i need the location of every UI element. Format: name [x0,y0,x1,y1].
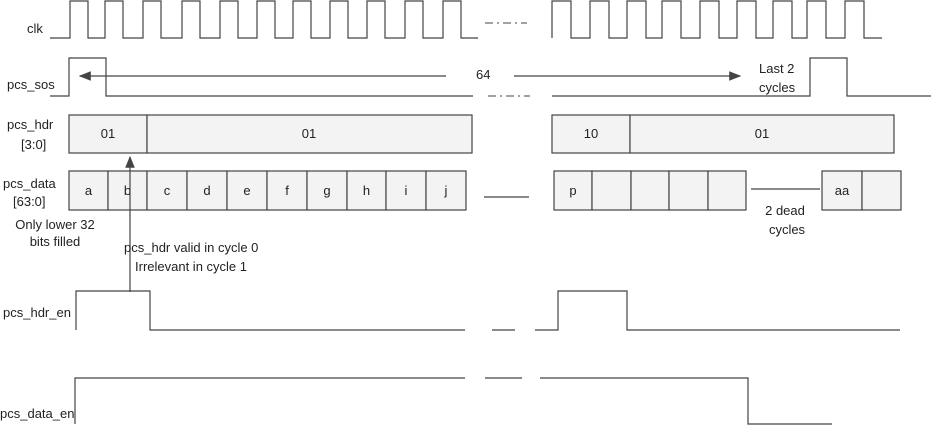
pcs-data-cell [630,170,670,211]
last-cycles-label-2: cycles [759,80,796,95]
pcs-hdr-en-label: pcs_hdr_en [3,305,71,320]
pcs-hdr-cell [629,114,895,154]
pcs-data-cell [861,170,902,211]
lower-bits-label: Only lower 32 [15,217,94,232]
pcs-data-value: aa [835,183,850,198]
dead-cycles-label-2: cycles [769,222,806,237]
pcs-data-value: j [444,183,448,198]
pcs-hdr-cell [68,114,148,154]
pcs-data-label: pcs_data [3,176,57,191]
pcs-data-value: a [85,183,93,198]
pcs-data-value: p [569,183,576,198]
pcs-data-value: d [203,183,210,198]
hdr-valid-label: pcs_hdr valid in cycle 0 [124,240,258,255]
pcs-data-cell [425,170,467,211]
pcs-hdr-range-label: [3:0] [21,137,46,152]
pcs-data-value: i [405,183,408,198]
pcs-data-cell [385,170,427,211]
clk-waveform-segment [50,0,478,39]
pcs-hdr-en-waveform-left [75,290,465,331]
pcs-hdr-label: pcs_hdr [7,117,54,132]
pcs-data-en-label: pcs_data_en [0,406,74,421]
pcs-data-cell [346,170,387,211]
pcs-data-value: f [285,183,289,198]
pcs-data-cell [186,170,228,211]
count-label: 64 [476,67,490,82]
pcs-data-cell [68,170,109,211]
pcs-data-cell [821,170,863,211]
pcs-data-cell [668,170,709,211]
pcs-hdr-value: 10 [584,126,598,141]
pcs-hdr-value: 01 [302,126,316,141]
pcs-hdr-value: 01 [101,126,115,141]
dead-cycles-label: 2 dead [765,203,805,218]
pcs-data-en-waveform-left [74,377,465,424]
pcs-data-value: e [243,183,250,198]
pcs-data-value: b [124,183,131,198]
pcs-data-range-label: [63:0] [13,194,46,209]
clk-waveform [50,0,882,39]
pcs-sos-waveform-right [552,57,931,97]
pcs-data-cell [591,170,632,211]
pcs-hdr-cell [146,114,473,154]
pcs-hdr-value: 01 [755,126,769,141]
pcs-data-value: h [363,183,370,198]
pcs-hdr-cell [551,114,631,154]
pcs-data-cell [707,170,747,211]
pcs-data-value: c [164,183,171,198]
hdr-valid-label-2: Irrelevant in cycle 1 [135,259,247,274]
clk-label: clk [27,21,43,36]
pcs-sos-label: pcs_sos [7,77,55,92]
clk-waveform-segment [551,0,882,39]
pcs-data-value: g [323,183,330,198]
lower-bits-label-2: bits filled [30,234,81,249]
last-cycles-label: Last 2 [759,61,794,76]
pcs-data-bus: a b c d e f g h i j p aa [68,170,902,211]
pcs-hdr-en-waveform-right [535,290,900,331]
pcs-sos-waveform-left [50,57,473,97]
pcs-data-cell [553,170,593,211]
pcs-data-en-waveform-right [540,377,832,425]
